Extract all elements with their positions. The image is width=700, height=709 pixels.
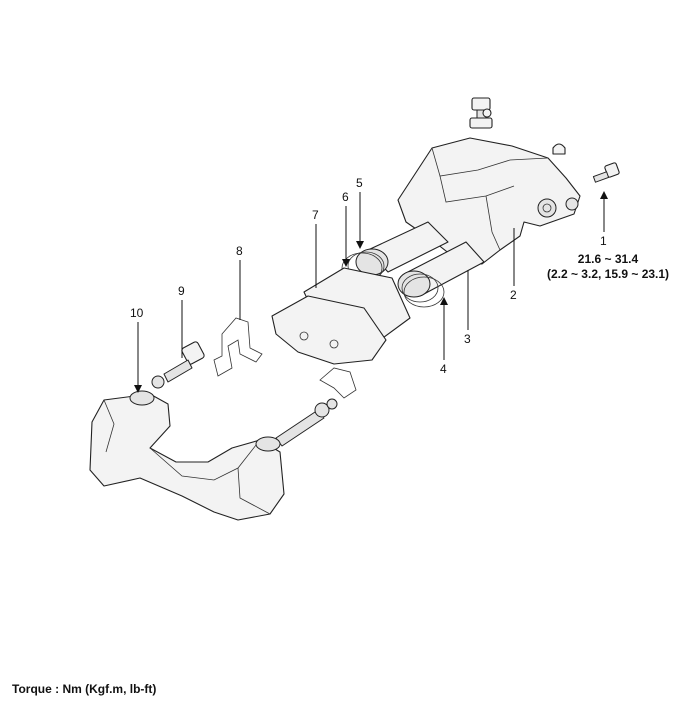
callout-6: 6 — [342, 190, 349, 204]
torque-spec: 21.6 ~ 31.4 (2.2 ~ 3.2, 15.9 ~ 23.1) — [538, 252, 678, 282]
bleeder-cap — [552, 143, 566, 155]
torque-units-note: Torque : Nm (Kgf.m, lb-ft) — [12, 682, 157, 696]
bleeder-screw — [469, 97, 493, 129]
callout-4: 4 — [440, 362, 447, 376]
caliper-carrier-bracket — [89, 390, 285, 521]
brake-pad-outer — [271, 295, 387, 365]
torque-spec-nm: 21.6 ~ 31.4 — [577, 252, 639, 266]
caliper-housing — [397, 137, 581, 265]
callout-leaders — [134, 191, 608, 393]
guide-rod-upper — [151, 341, 205, 389]
callout-7: 7 — [312, 208, 319, 222]
guide-rod-lower — [275, 398, 338, 447]
torque-spec-alt: (2.2 ~ 3.2, 15.9 ~ 23.1) — [546, 267, 670, 281]
pistons — [355, 221, 485, 298]
callout-9: 9 — [178, 284, 185, 298]
guide-bolt-1 — [592, 162, 620, 183]
callout-1: 1 — [600, 234, 607, 248]
callout-2: 2 — [510, 288, 517, 302]
callout-8: 8 — [236, 244, 243, 258]
callout-3: 3 — [464, 332, 471, 346]
callout-5: 5 — [356, 176, 363, 190]
callout-10: 10 — [130, 306, 144, 320]
pad-retainer-clip — [213, 317, 357, 399]
